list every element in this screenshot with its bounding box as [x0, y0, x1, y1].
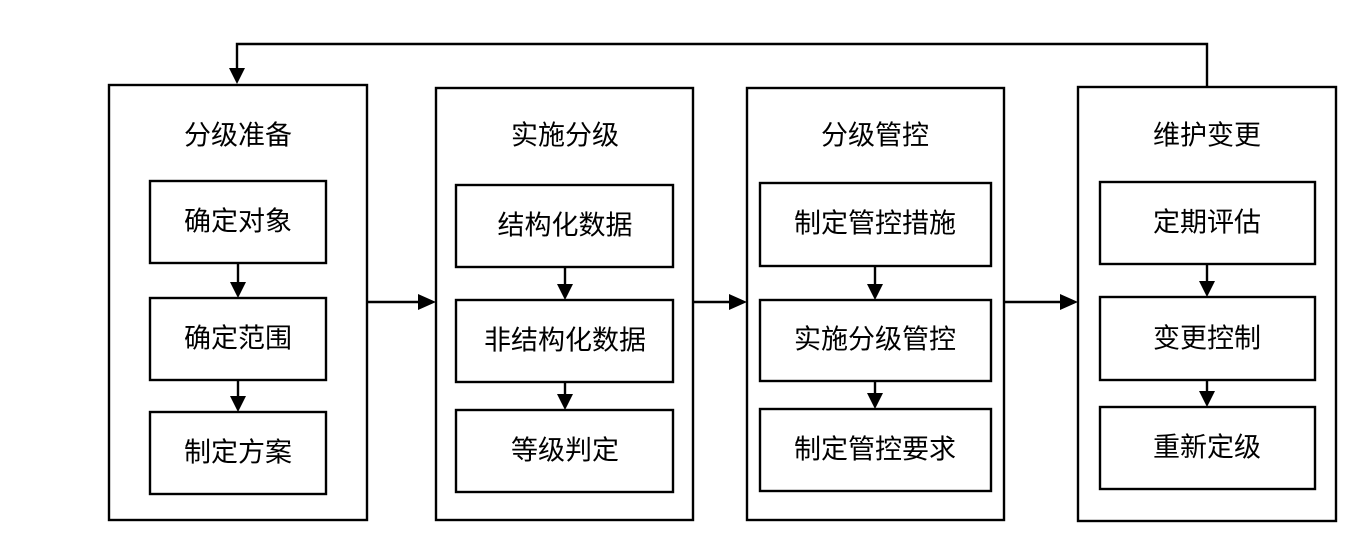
step-arrowhead — [557, 284, 573, 300]
step-box — [758, 298, 993, 383]
stage-title: 实施分级 — [511, 121, 619, 152]
stage-title: 分级管控 — [821, 121, 929, 152]
step-label: 制定方案 — [184, 438, 292, 469]
step-arrowhead — [867, 284, 883, 300]
step-label: 制定管控要求 — [794, 435, 956, 466]
step-label: 确定对象 — [184, 207, 292, 238]
step-box — [148, 410, 328, 496]
stage-control: 分级管控 制定管控措施 实施分级管控 制定管控要求 — [745, 86, 1006, 522]
step-label: 制定管控措施 — [794, 209, 956, 240]
stage-arrowhead — [418, 294, 436, 310]
stage-arrowhead — [729, 294, 747, 310]
stage-maintenance: 维护变更 定期评估 变更控制 重新定级 — [1076, 85, 1338, 523]
stage-implementation: 实施分级 结构化数据 非结构化数据 等级判定 — [434, 86, 695, 522]
step-arrowhead — [230, 282, 246, 298]
step-label: 结构化数据 — [498, 211, 633, 242]
step-arrowhead — [557, 394, 573, 410]
step-label: 确定范围 — [184, 324, 292, 355]
step-label: 变更控制 — [1153, 324, 1261, 355]
stage-title: 分级准备 — [184, 121, 292, 152]
step-arrowhead — [1199, 281, 1215, 297]
feedback-loop-arrowhead — [229, 68, 245, 84]
step-box — [454, 298, 675, 384]
step-label: 重新定级 — [1153, 433, 1261, 464]
step-box — [148, 179, 328, 265]
stage-preparation: 分级准备 确定对象 确定范围 制定方案 — [107, 83, 369, 522]
step-box — [454, 408, 675, 494]
step-box — [758, 181, 993, 268]
step-arrowhead — [230, 396, 246, 412]
step-arrowhead — [867, 393, 883, 409]
step-box — [1098, 405, 1317, 491]
stage-arrowhead — [1060, 294, 1078, 310]
feedback-loop-line — [235, 42, 1209, 87]
step-box — [454, 183, 675, 269]
step-label: 等级判定 — [511, 436, 619, 467]
step-label: 定期评估 — [1153, 208, 1261, 239]
step-label: 实施分级管控 — [794, 325, 956, 356]
step-label: 非结构化数据 — [484, 326, 646, 357]
step-box — [758, 407, 993, 493]
step-arrowhead — [1199, 391, 1215, 407]
stage-title: 维护变更 — [1153, 121, 1261, 152]
